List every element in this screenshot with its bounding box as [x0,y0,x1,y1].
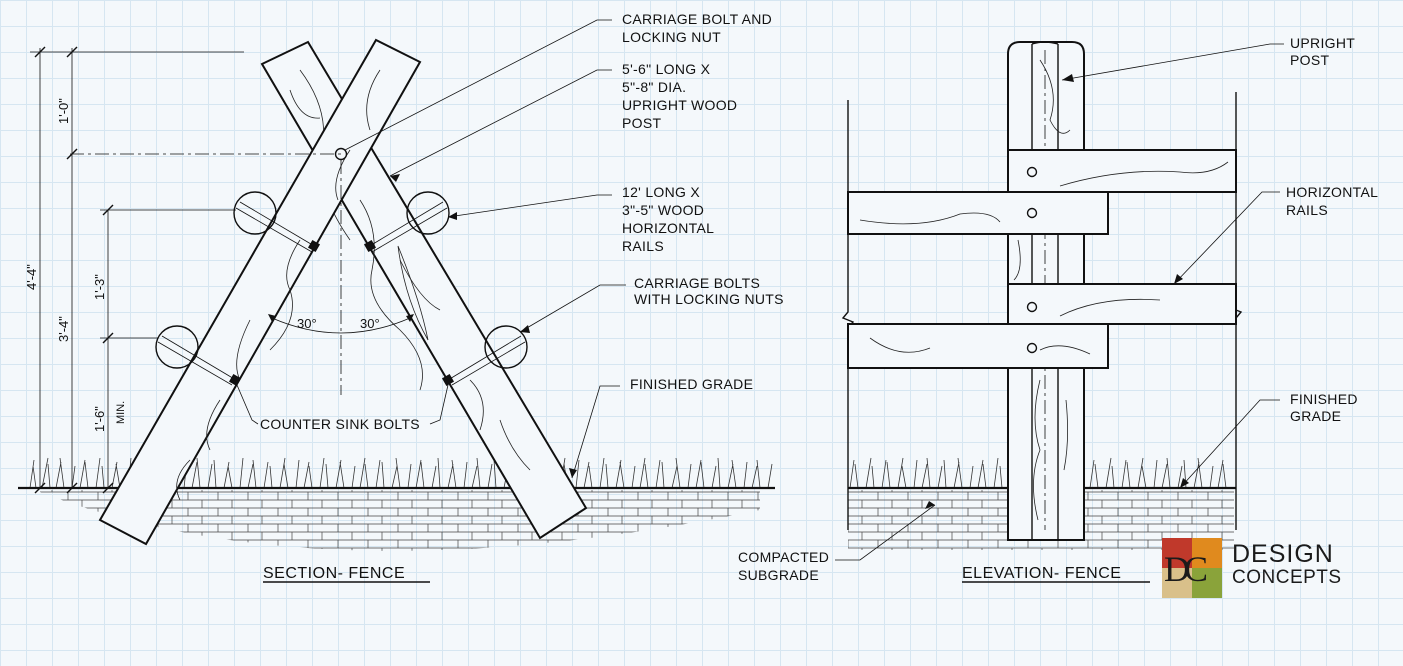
section-leaders [236,19,626,479]
dim-bottom: 1'-6" [92,406,107,432]
logo-monogram: DC [1164,549,1208,589]
dim-top: 1'-0" [56,98,71,124]
label-rails-3: HORIZONTAL [622,220,714,236]
logo-square-red [1162,538,1192,568]
logo-mark: DC [1162,538,1222,598]
logo-line-2: CONCEPTS [1232,567,1342,588]
section-view: 30° 30° 4'-4" 1'-0" 3'-4" 1'-3" 1'-6" MI… [18,11,784,583]
label-subgrade-1: COMPACTED [738,549,829,565]
label-post-3: UPRIGHT WOOD [622,97,737,113]
elevation-grass [849,457,1227,489]
section-arrowheads [390,174,577,478]
elevation-rails [847,149,1237,369]
label-bolts-1: CARRIAGE BOLTS [634,275,760,291]
angle-arc [271,317,411,334]
dim-middle: 3'-4" [56,316,71,342]
label-hrails-1: HORIZONTAL [1286,184,1378,200]
label-post-4: POST [622,115,661,131]
label-rails-1: 12' LONG X [622,184,700,200]
rail-bolts [157,201,526,387]
elevation-title: ELEVATION- FENCE [962,565,1121,582]
section-title: SECTION- FENCE [263,565,405,582]
label-subgrade-2: SUBGRADE [738,567,819,583]
label-post-2: 5"-8" DIA. [622,79,686,95]
logo-square-green [1192,568,1222,598]
label-rails-4: RAILS [622,238,664,254]
label-fgrade-2: GRADE [1290,408,1341,424]
rail-right-upper [406,191,450,235]
section-dimensions: 4'-4" 1'-0" 3'-4" 1'-3" 1'-6" MIN. [24,46,244,494]
label-bolts-2: WITH LOCKING NUTS [634,291,784,307]
rail-left-upper [233,191,277,235]
dim-min: MIN. [115,401,127,424]
label-post-1: 5'-6" LONG X [622,61,711,77]
label-upright-2: POST [1290,52,1329,68]
label-rails-2: 3"-5" WOOD [622,202,704,218]
rail-left-lower [155,325,199,369]
label-carriage-bolt-2: LOCKING NUT [622,29,721,45]
elevation-bolts [1026,166,1038,354]
logo-square-orange [1192,538,1222,568]
rail-right-lower [484,325,528,369]
angle-right-label: 30° [360,316,380,331]
logo-line-1: DESIGN [1232,540,1334,568]
angle-left-label: 30° [297,316,317,331]
dim-rail-spacing: 1'-3" [92,274,107,300]
section-post-left [260,40,588,540]
elevation-view: UPRIGHT POST HORIZONTAL RAILS FINISHED G… [738,35,1378,583]
logo-wordmark: DESIGN CONCEPTS [1232,542,1342,590]
logo-square-tan [1162,568,1192,598]
section-post-right [98,38,429,546]
label-hrails-2: RAILS [1286,202,1328,218]
label-finished-grade: FINISHED GRADE [630,376,753,392]
label-fgrade-1: FINISHED [1290,391,1358,407]
label-counter-sink: COUNTER SINK BOLTS [260,416,420,432]
center-bolt [334,147,348,161]
label-carriage-bolt-1: CARRIAGE BOLT AND [622,11,772,27]
design-concepts-logo: DC DESIGN CONCEPTS [1162,538,1362,600]
elevation-leaders [835,43,1284,561]
label-upright-1: UPRIGHT [1290,35,1355,51]
dim-overall: 4'-4" [24,264,39,290]
